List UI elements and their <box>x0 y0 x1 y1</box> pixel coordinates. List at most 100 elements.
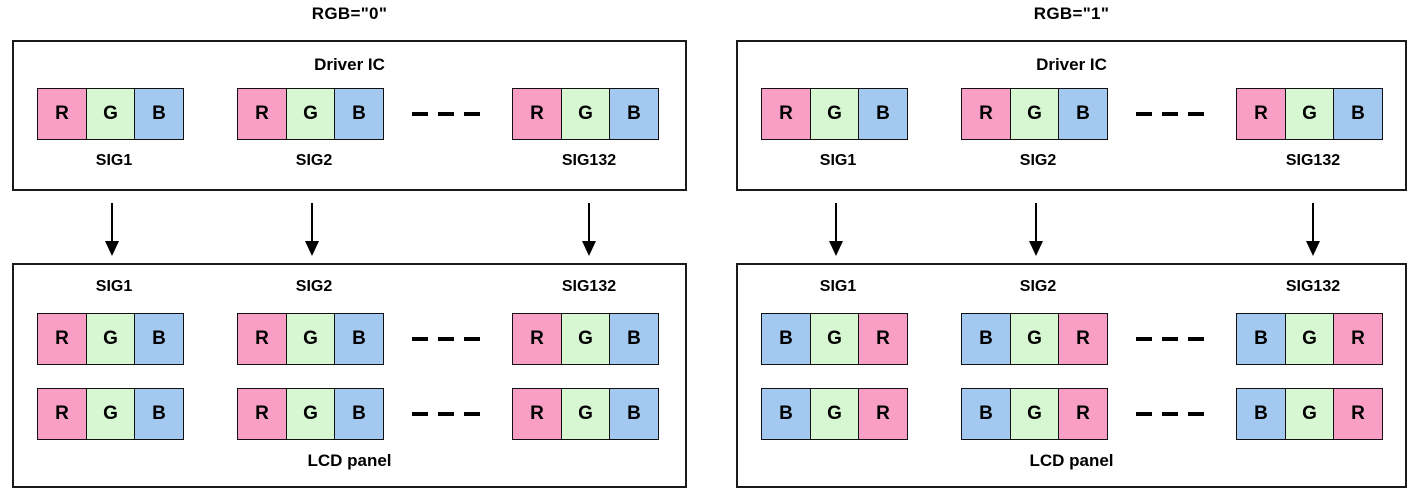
panel-title: RGB="1" <box>1033 4 1110 23</box>
subpixel-cell: R <box>512 388 562 440</box>
subpixel-cell: R <box>858 313 908 365</box>
subpixel-cell: G <box>1284 388 1335 440</box>
ellipsis-dashes-icon <box>412 112 480 116</box>
subpixel-cell: B <box>134 388 184 440</box>
subpixel-cell: G <box>285 313 336 365</box>
subpixel-group-sig132: R G B <box>512 88 659 140</box>
subpixel-cell: G <box>809 313 860 365</box>
pixel-row-group: B G R <box>1236 313 1383 365</box>
subpixel-cell: G <box>85 88 136 140</box>
subpixel-cell: G <box>809 388 860 440</box>
driver-ic-label: Driver IC <box>314 55 385 74</box>
subpixel-group-sig2: R G B <box>961 88 1108 140</box>
pixel-row-group: B G R <box>1236 388 1383 440</box>
subpixel-cell: R <box>512 313 562 365</box>
ellipsis-dashes-icon <box>412 412 480 416</box>
signal-label-sig2: SIG2 <box>1019 278 1057 295</box>
subpixel-cell: G <box>85 313 136 365</box>
pixel-row-group: B G R <box>761 313 908 365</box>
subpixel-cell: G <box>560 88 611 140</box>
driver-ic-label: Driver IC <box>1036 55 1107 74</box>
subpixel-cell: R <box>858 388 908 440</box>
subpixel-cell: B <box>761 313 811 365</box>
down-arrow-icon <box>1306 203 1320 257</box>
subpixel-cell: R <box>1333 313 1383 365</box>
subpixel-cell: B <box>961 313 1011 365</box>
down-arrow-icon <box>582 203 596 257</box>
pixel-row-group: R G B <box>512 313 659 365</box>
lcd-panel-box: SIG1 SIG2 SIG132 B G R B G R B G R B G <box>736 263 1407 488</box>
subpixel-cell: B <box>134 313 184 365</box>
signal-label-sig1: SIG1 <box>819 152 857 169</box>
subpixel-cell: R <box>961 88 1011 140</box>
signal-label-sig2: SIG2 <box>1019 152 1057 169</box>
pixel-row-group: R G B <box>237 313 384 365</box>
signal-label-sig2: SIG2 <box>295 152 333 169</box>
subpixel-cell: B <box>1236 388 1286 440</box>
down-arrow-icon <box>1029 203 1043 257</box>
subpixel-group-sig1: R G B <box>37 88 184 140</box>
subpixel-cell: G <box>560 313 611 365</box>
signal-label-sig132: SIG132 <box>561 152 617 169</box>
subpixel-cell: B <box>1333 88 1383 140</box>
subpixel-cell: R <box>37 88 87 140</box>
subpixel-cell: R <box>237 388 287 440</box>
ellipsis-dashes-icon <box>1136 412 1204 416</box>
subpixel-cell: B <box>761 388 811 440</box>
subpixel-cell: G <box>285 388 336 440</box>
subpixel-cell: B <box>961 388 1011 440</box>
signal-label-sig1: SIG1 <box>95 278 133 295</box>
subpixel-cell: B <box>609 88 659 140</box>
signal-label-sig132: SIG132 <box>1285 278 1341 295</box>
pixel-row-group: B G R <box>961 313 1108 365</box>
subpixel-cell: G <box>85 388 136 440</box>
subpixel-group-sig1: R G B <box>761 88 908 140</box>
lcd-panel-label: LCD panel <box>1029 451 1114 470</box>
subpixel-cell: R <box>1236 88 1286 140</box>
subpixel-cell: G <box>285 88 336 140</box>
signal-label-sig132: SIG132 <box>561 278 617 295</box>
driver-ic-box: Driver IC R G B R G B R G B SIG1 SIG2 SI… <box>12 40 687 191</box>
subpixel-cell: G <box>1009 313 1060 365</box>
subpixel-cell: B <box>1058 88 1108 140</box>
lcd-panel-label: LCD panel <box>307 451 392 470</box>
subpixel-group-sig132: R G B <box>1236 88 1383 140</box>
subpixel-cell: R <box>237 313 287 365</box>
panel-title: RGB="0" <box>311 4 388 23</box>
signal-label-sig132: SIG132 <box>1285 152 1341 169</box>
subpixel-cell: B <box>134 88 184 140</box>
ellipsis-dashes-icon <box>1136 112 1204 116</box>
ellipsis-dashes-icon <box>1136 337 1204 341</box>
subpixel-cell: G <box>560 388 611 440</box>
down-arrow-icon <box>105 203 119 257</box>
subpixel-cell: R <box>37 313 87 365</box>
subpixel-cell: R <box>512 88 562 140</box>
signal-label-sig2: SIG2 <box>295 278 333 295</box>
subpixel-cell: R <box>37 388 87 440</box>
subpixel-cell: G <box>1284 88 1335 140</box>
ellipsis-dashes-icon <box>412 337 480 341</box>
subpixel-group-sig2: R G B <box>237 88 384 140</box>
subpixel-cell: G <box>1009 88 1060 140</box>
subpixel-cell: R <box>1058 388 1108 440</box>
subpixel-cell: G <box>1009 388 1060 440</box>
lcd-panel-box: SIG1 SIG2 SIG132 R G B R G B R G B R G <box>12 263 687 488</box>
pixel-row-group: B G R <box>761 388 908 440</box>
pixel-row-group: R G B <box>237 388 384 440</box>
subpixel-cell: B <box>609 313 659 365</box>
pixel-row-group: B G R <box>961 388 1108 440</box>
panel-rgb1: RGB="1" Driver IC R G B R G B R G B SIG1… <box>736 0 1407 499</box>
subpixel-cell: B <box>858 88 908 140</box>
subpixel-cell: R <box>761 88 811 140</box>
subpixel-cell: B <box>1236 313 1286 365</box>
subpixel-cell: G <box>809 88 860 140</box>
signal-label-sig1: SIG1 <box>95 152 133 169</box>
subpixel-cell: R <box>237 88 287 140</box>
subpixel-cell: R <box>1333 388 1383 440</box>
subpixel-cell: R <box>1058 313 1108 365</box>
subpixel-cell: G <box>1284 313 1335 365</box>
panel-rgb0: RGB="0" Driver IC R G B R G B R G B SIG1… <box>12 0 687 499</box>
subpixel-cell: B <box>609 388 659 440</box>
pixel-row-group: R G B <box>37 388 184 440</box>
